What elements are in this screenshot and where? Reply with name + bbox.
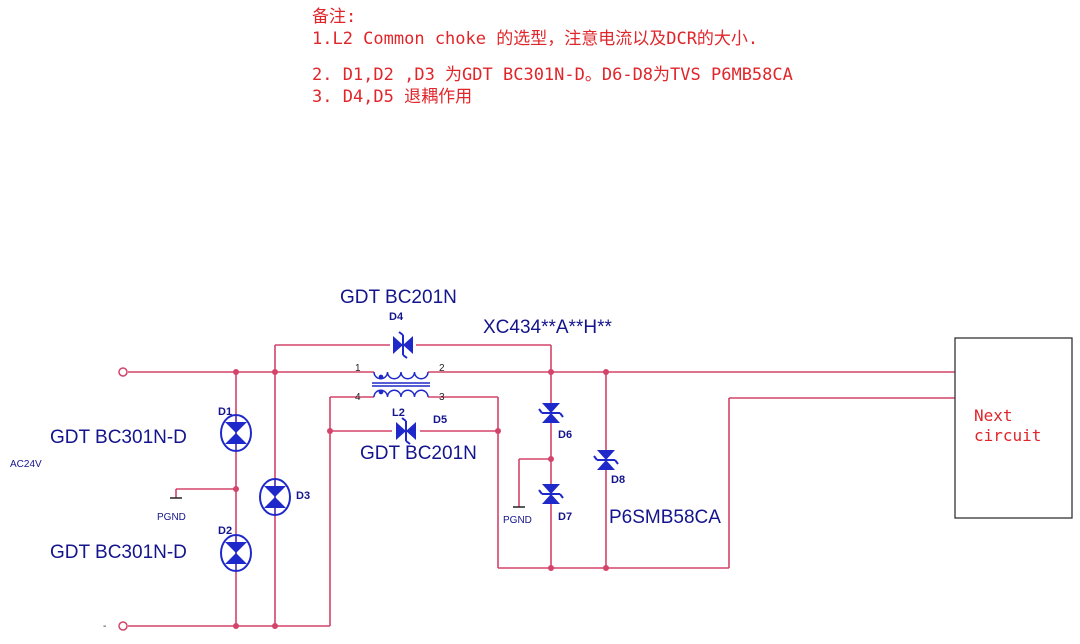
next-circuit-line-1: Next: [974, 406, 1013, 425]
note-line-2: 2. D1,D2 ,D3 为GDT BC301N-D。D6-D8为TVS P6M…: [312, 65, 793, 85]
d5-diode-icon: [395, 417, 417, 445]
d8-tvs-icon: [593, 449, 619, 471]
wires: [128, 344, 955, 627]
pgnd-right-label: PGND: [503, 515, 532, 526]
d6-label: D6: [558, 429, 572, 441]
d4-diode-icon: [392, 331, 414, 359]
pin-3-label: 3: [439, 392, 445, 403]
d8-label: D8: [611, 474, 625, 486]
note-line-3: 3. D4,D5 退耦作用: [312, 87, 473, 107]
d6-tvs-icon: [538, 402, 564, 424]
gdt-mid-label: GDT BC201N: [360, 443, 477, 464]
notes-title: 备注:: [312, 7, 357, 27]
pin-2-label: 2: [439, 363, 445, 374]
l2-label: L2: [392, 407, 405, 419]
gdt-top-label: GDT BC201N: [340, 287, 457, 308]
pin-4-label: 4: [355, 392, 361, 403]
tvs-part-label: P6SMB58CA: [609, 507, 721, 528]
gdt-d2-label: GDT BC301N-D: [50, 542, 187, 563]
terminal-top: [118, 367, 128, 377]
terminal-bottom: [118, 621, 128, 631]
next-circuit-box: [954, 337, 1073, 519]
d2-gdt-icon: [220, 534, 252, 572]
choke-l2-icon: [370, 371, 432, 398]
ac24v-label: AC24V: [10, 459, 42, 470]
pgnd-left-label: PGND: [157, 512, 186, 523]
d2-label: D2: [218, 525, 232, 537]
d1-gdt-icon: [220, 414, 252, 452]
gdt-d1-label: GDT BC301N-D: [50, 427, 187, 448]
pin-1-label: 1: [355, 363, 361, 374]
d4-label: D4: [389, 311, 404, 323]
d1-label: D1: [218, 406, 232, 418]
note-line-1: 1.L2 Common choke 的选型，注意电流以及DCR的大小.: [312, 29, 759, 49]
next-circuit-line-2: circuit: [974, 426, 1041, 445]
d3-label: D3: [296, 490, 310, 502]
d7-tvs-icon: [538, 483, 564, 505]
d5-label: D5: [433, 414, 447, 426]
d3-gdt-icon: [259, 478, 291, 516]
terminal-minus-label: -: [103, 621, 106, 632]
d7-label: D7: [558, 511, 572, 523]
choke-part-label: XC434**A**H**: [483, 317, 612, 338]
notes-block: 备注: 1.L2 Common choke 的选型，注意电流以及DCR的大小. …: [312, 6, 793, 108]
junction-dots: [233, 369, 609, 629]
